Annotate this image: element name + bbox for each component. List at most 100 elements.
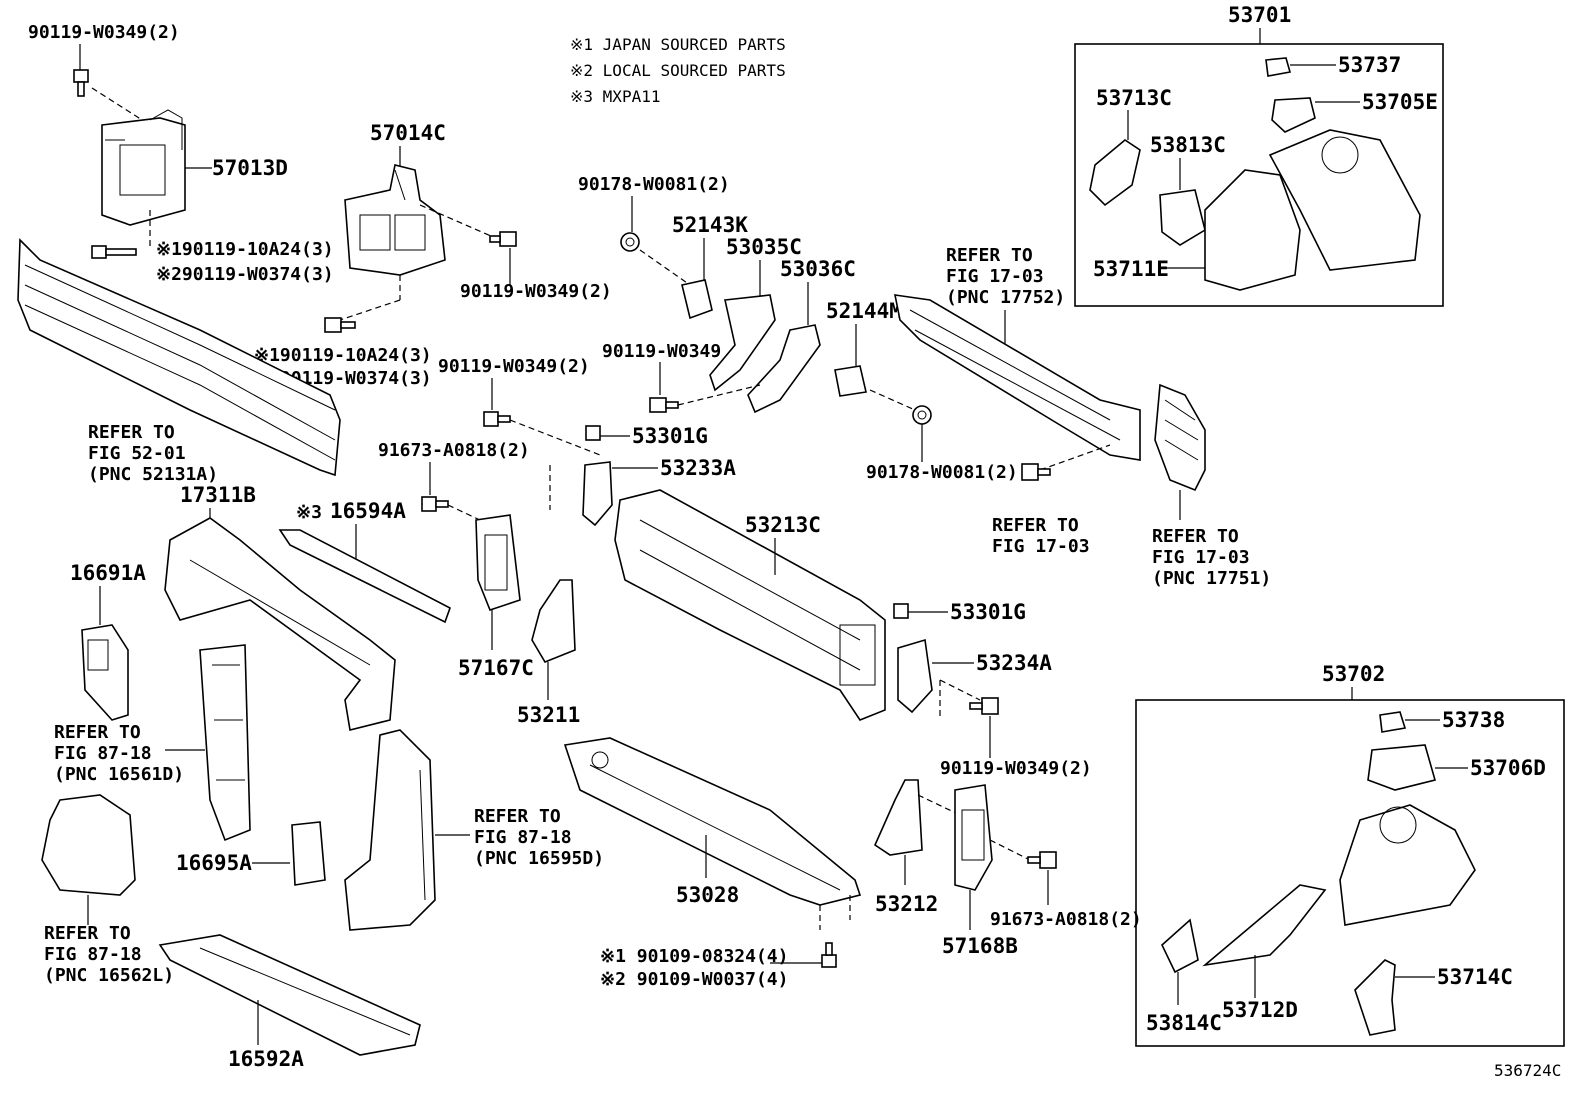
- label-57167c: 57167C: [458, 656, 534, 680]
- bolt-icon: [73, 69, 89, 97]
- bracket-57167c: [475, 514, 521, 611]
- label-91673-a0818-a: 91673-A0818(2): [378, 440, 530, 461]
- label-16691a: 16691A: [70, 561, 146, 585]
- label-refer-17752-a: REFER TO: [946, 245, 1033, 266]
- bracket-53035c: [709, 294, 776, 392]
- label-53712d: 53712D: [1222, 998, 1298, 1022]
- bracket-53234a: [897, 638, 933, 714]
- part-group-57013d: 90119-W0349(2) 57013D ※190119-10A24(3) ※…: [28, 22, 334, 285]
- part-group-53702: 53702 53738 53706D 53712D 53814C 53714C: [1135, 662, 1565, 1047]
- bumper-reinforcement: REFER TO FIG 52-01 (PNC 52131A): [17, 238, 341, 485]
- figure-id: 536724C: [1494, 1061, 1561, 1080]
- air-duct-17311b: 17311B: [164, 483, 396, 731]
- label-53701: 53701: [1228, 3, 1291, 27]
- legend-line-3: ※3 MXPA11: [570, 87, 660, 106]
- seal-16595d: REFER TO FIG 87-18 (PNC 16595D): [344, 729, 604, 931]
- assembly-box-53701: [1074, 43, 1444, 307]
- bracket-53714c: [1354, 959, 1396, 1036]
- label-90119-w0349-top: 90119-W0349(2): [28, 22, 180, 43]
- part-group-53035c: 90178-W0081(2) 52143K 53035C 53036C 5214…: [578, 174, 1018, 483]
- bracket-53738: [1379, 711, 1407, 733]
- label-53706d: 53706D: [1470, 756, 1546, 780]
- under-cover-16592a: 16592A: [158, 934, 421, 1071]
- label-16695a: 16695A: [176, 851, 252, 875]
- label-57014c: 57014C: [370, 121, 446, 145]
- label-53035c: 53035C: [726, 235, 802, 259]
- label-refer-17751-a: REFER TO: [1152, 526, 1239, 547]
- label-refer-16595d-c: (PNC 16595D): [474, 848, 604, 869]
- bracket-53813c: [1159, 189, 1206, 246]
- label-53711e: 53711E: [1093, 257, 1169, 281]
- bracket-53713c: [1089, 139, 1141, 207]
- suspension-housing-2: [1339, 804, 1476, 926]
- bolt-icon: [969, 697, 999, 715]
- part-group-53213c: 90119-W0349(2) 53301G 91673-A0818(2) 532…: [378, 356, 1092, 779]
- label-90119-w0374-a: ※290119-W0374(3): [156, 264, 334, 285]
- label-90109-08324: ※1 90109-08324(4): [600, 946, 788, 967]
- label-refer-1703-a: REFER TO: [992, 515, 1079, 536]
- label-refer-52-01-c: (PNC 52131A): [88, 464, 218, 485]
- bracket-53705e: [1271, 97, 1316, 133]
- bolt-icon: [1021, 463, 1051, 481]
- label-53211: 53211: [517, 703, 580, 727]
- label-53738: 53738: [1442, 708, 1505, 732]
- label-refer-16561d-b: FIG 87-18: [54, 743, 152, 764]
- label-90119-w0349-single: 90119-W0349: [602, 341, 721, 362]
- label-90119-w0349-mid: 90119-W0349(2): [460, 281, 612, 302]
- label-16594a-mark: ※3: [296, 502, 322, 523]
- suspension-housing: [1268, 129, 1421, 271]
- bracket-53233a: [582, 461, 613, 527]
- label-refer-52-01-b: FIG 52-01: [88, 443, 186, 464]
- label-90119-10a24-a: ※190119-10A24(3): [156, 239, 334, 260]
- part-group-16691a: 16691A: [70, 561, 146, 721]
- bolt-icon: [649, 397, 679, 413]
- label-53737: 53737: [1338, 53, 1401, 77]
- label-90119-w0349-c: 90119-W0349(2): [438, 356, 590, 377]
- label-53813c: 53813C: [1150, 133, 1226, 157]
- label-53814c: 53814C: [1146, 1011, 1222, 1035]
- label-53713c: 53713C: [1096, 86, 1172, 110]
- label-52144m: 52144M: [826, 299, 902, 323]
- nut-icon: [620, 232, 640, 252]
- label-refer-1703-b: FIG 17-03: [992, 536, 1090, 557]
- air-guide-17751: REFER TO FIG 17-03 (PNC 17751): [1152, 383, 1271, 589]
- label-53301g-b: 53301G: [950, 600, 1026, 624]
- label-53705e: 53705E: [1362, 90, 1438, 114]
- label-refer-17751-c: (PNC 17751): [1152, 568, 1271, 589]
- label-16594a: 16594A: [330, 499, 406, 523]
- legend-line-1: ※1 JAPAN SOURCED PARTS: [570, 35, 786, 54]
- bolt-icon: [421, 496, 449, 512]
- label-53234a: 53234A: [976, 651, 1052, 675]
- label-refer-16561d-a: REFER TO: [54, 722, 141, 743]
- bolt-icon: [489, 231, 517, 247]
- label-91673-a0818-b: 91673-A0818(2): [990, 909, 1142, 930]
- label-refer-16562l-c: (PNC 16562L): [44, 965, 174, 986]
- bracket-52144m: [834, 365, 867, 397]
- radiator-support-53213c: [614, 489, 886, 721]
- label-refer-16561d-c: (PNC 16561D): [54, 764, 184, 785]
- label-refer-52-01-a: REFER TO: [88, 422, 175, 443]
- label-57168b: 57168B: [942, 934, 1018, 958]
- bracket-57014c: [344, 164, 446, 276]
- label-90119-w0349-d: 90119-W0349(2): [940, 758, 1092, 779]
- radiator-support-upper: REFER TO FIG 17-03 (PNC 17752) REFER TO …: [893, 245, 1141, 557]
- seal-16562l: REFER TO FIG 87-18 (PNC 16562L): [41, 794, 174, 986]
- label-90109-w0037: ※2 90109-W0037(4): [600, 969, 788, 990]
- label-90119-10a24-b: ※190119-10A24(3): [254, 345, 432, 366]
- bracket-53211: [531, 579, 576, 663]
- part-group-16695a: 16695A: [176, 821, 326, 886]
- label-refer-17752-b: FIG 17-03: [946, 266, 1044, 287]
- spring-nut-icon: [585, 425, 601, 441]
- label-refer-16562l-b: FIG 87-18: [44, 944, 142, 965]
- part-group-53212: 53212 57168B 91673-A0818(2): [873, 779, 1142, 958]
- part-group-16594a: ※3 16594A: [278, 499, 451, 624]
- label-57013d: 57013D: [212, 156, 288, 180]
- legend: ※1 JAPAN SOURCED PARTS ※2 LOCAL SOURCED …: [570, 35, 786, 106]
- assembly-box-53702: [1135, 699, 1565, 1047]
- label-90178-w0081-a: 90178-W0081(2): [578, 174, 730, 195]
- label-52143k: 52143K: [672, 213, 748, 237]
- label-53714c: 53714C: [1437, 965, 1513, 989]
- label-refer-17751-b: FIG 17-03: [1152, 547, 1250, 568]
- label-53301g-a: 53301G: [632, 424, 708, 448]
